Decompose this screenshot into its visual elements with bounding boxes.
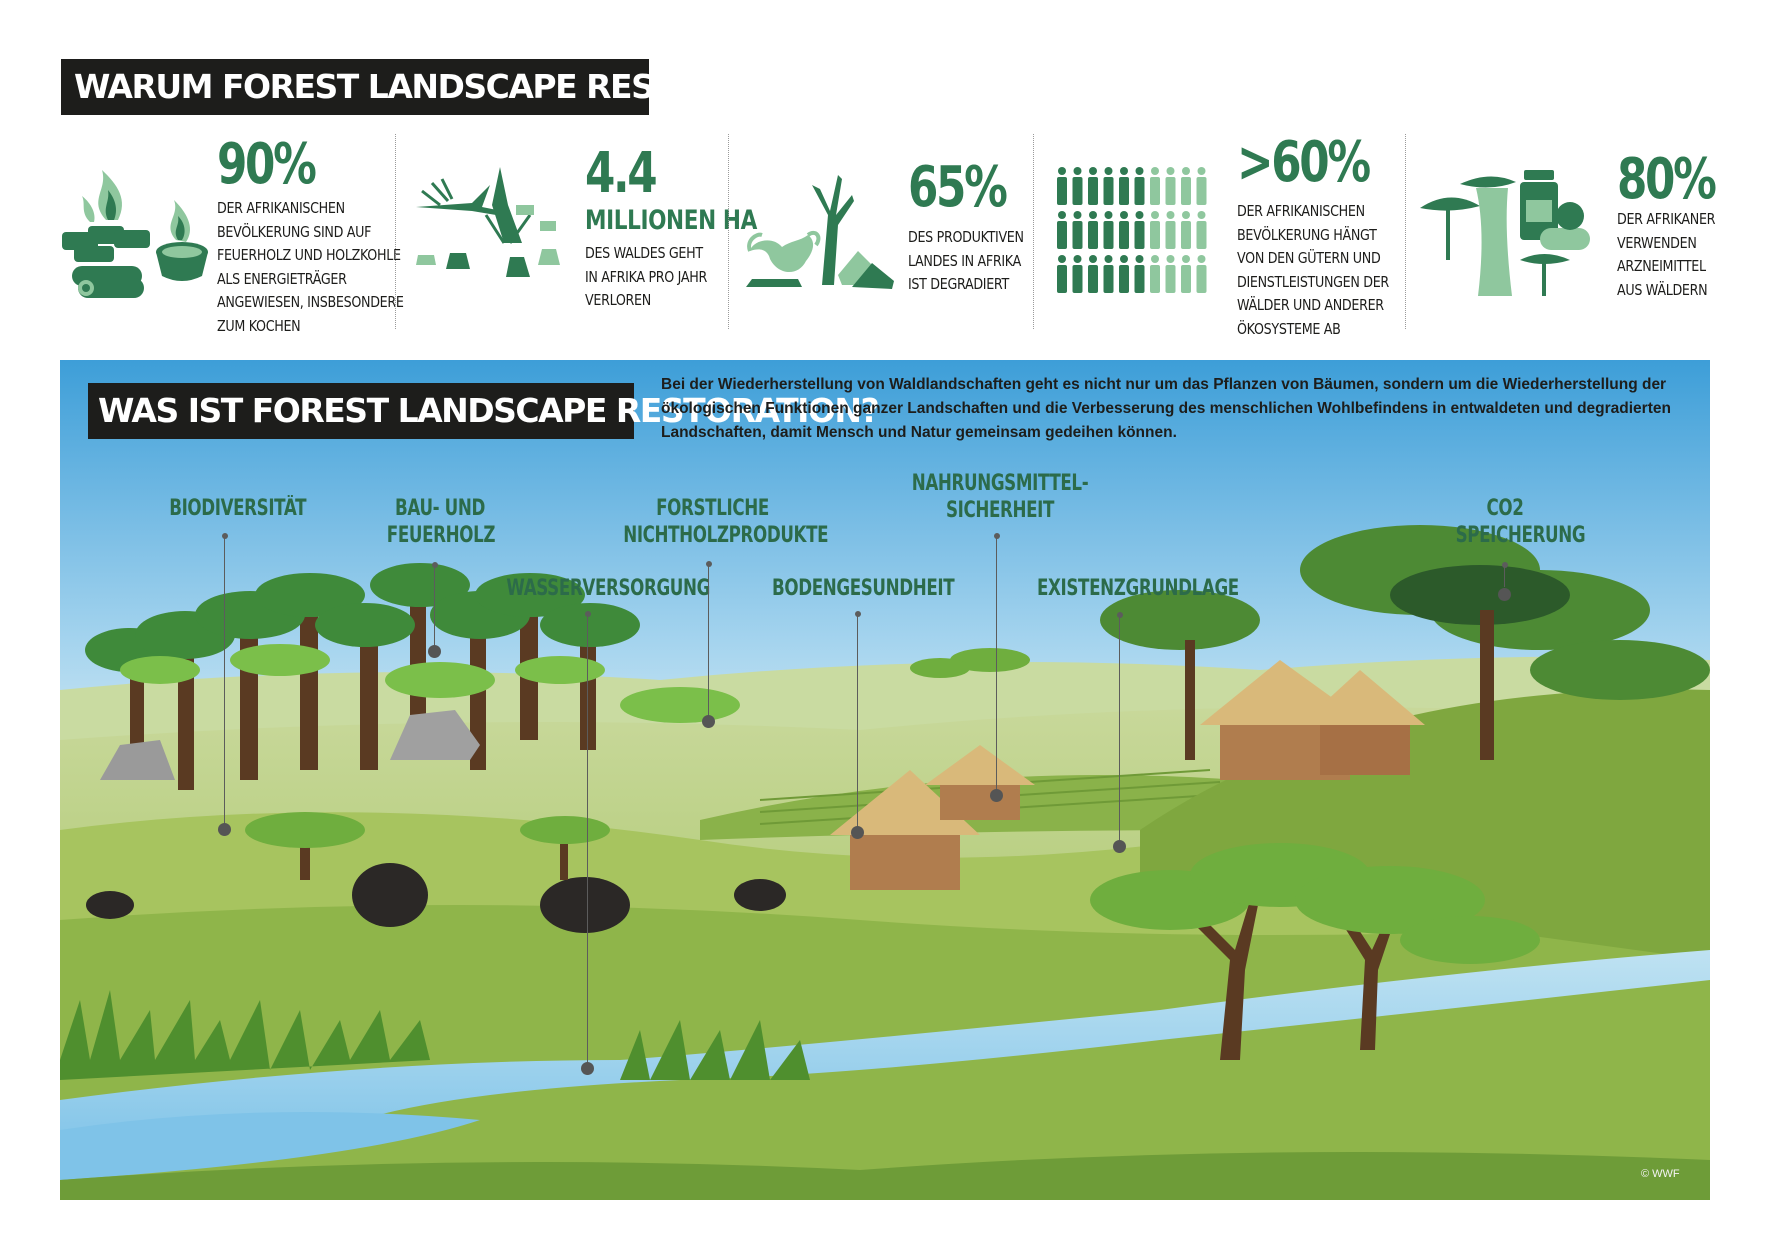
why-flr-title: WARUM FOREST LANDSCAPE RESTORATION? bbox=[61, 59, 850, 115]
leader-end-dot bbox=[218, 823, 231, 836]
stat-description: DES WALDES GEHT IN AFRIKA PRO JAHR VERLO… bbox=[585, 244, 707, 309]
leader-line bbox=[1504, 565, 1505, 587]
label-boden: BODENGESUNDHEIT bbox=[772, 576, 955, 601]
person-figure bbox=[1165, 211, 1176, 249]
person-figure bbox=[1134, 255, 1145, 293]
tree-stumps-icon bbox=[416, 167, 560, 277]
stat-value: >60% bbox=[1237, 130, 1371, 195]
person-figure bbox=[1119, 211, 1129, 249]
person-figure bbox=[1103, 211, 1114, 249]
degraded-land-icon bbox=[746, 175, 894, 289]
stat-description: DER AFRIKANER VERWENDEN ARZNEIMITTEL AUS… bbox=[1617, 210, 1716, 299]
person-figure bbox=[1181, 255, 1191, 293]
stat-value: 65% bbox=[908, 155, 1008, 220]
person-figure bbox=[1150, 167, 1160, 205]
person-figure bbox=[1134, 167, 1145, 205]
leader-end-dot bbox=[428, 645, 441, 658]
person-figure bbox=[1150, 211, 1160, 249]
label-biodiversitaet: BIODIVERSITÄT bbox=[169, 496, 307, 521]
leader-dot bbox=[432, 562, 438, 568]
label-co2: CO2 SPEICHERUNG bbox=[1455, 496, 1586, 548]
stat-description: DER AFRIKANISCHEN BEVÖLKERUNG SIND AUF F… bbox=[217, 199, 404, 335]
label-forstliche: FORSTLICHE NICHTHOLZPRODUKTE bbox=[623, 496, 829, 548]
stat-value: 80% bbox=[1617, 147, 1717, 212]
person-figure bbox=[1119, 167, 1129, 205]
person-figure bbox=[1103, 167, 1114, 205]
person-figure bbox=[1088, 167, 1098, 205]
person-figure bbox=[1057, 255, 1067, 293]
people-icon bbox=[1057, 167, 1207, 293]
stat-unit: MILLIONEN HA bbox=[585, 205, 757, 236]
divider bbox=[1033, 134, 1034, 329]
divider bbox=[395, 134, 396, 329]
leader-line bbox=[434, 565, 435, 650]
leader-dot bbox=[222, 533, 228, 539]
person-figure bbox=[1181, 167, 1191, 205]
leader-dot bbox=[1117, 612, 1123, 618]
label-nahrung: NAHRUNGSMITTEL- SICHERHEIT bbox=[911, 471, 1089, 523]
what-is-flr-title: WAS IST FOREST LANDSCAPE RESTORATION? bbox=[88, 383, 880, 439]
intro-paragraph: Bei der Wiederherstellung von Waldlandsc… bbox=[661, 376, 1671, 441]
stat-description: DES PRODUKTIVEN LANDES IN AFRIKA IST DEG… bbox=[908, 228, 1024, 293]
landscape-illustration bbox=[60, 360, 1710, 1200]
person-figure bbox=[1165, 255, 1176, 293]
label-existenz: EXISTENZGRUNDLAGE bbox=[1037, 576, 1239, 601]
leader-line bbox=[587, 614, 588, 1064]
stat-value: 90% bbox=[217, 132, 317, 197]
stat-value: 4.4 bbox=[585, 141, 658, 206]
person-figure bbox=[1196, 255, 1207, 293]
stat-description: DER AFRIKANISCHEN BEVÖLKERUNG HÄNGT VON … bbox=[1237, 202, 1389, 338]
leader-end-dot bbox=[851, 826, 864, 839]
leader-line bbox=[857, 614, 858, 829]
leader-end-dot bbox=[1498, 588, 1511, 601]
person-figure bbox=[1165, 167, 1176, 205]
divider bbox=[1405, 134, 1406, 329]
leader-end-dot bbox=[1113, 840, 1126, 853]
leader-dot bbox=[994, 533, 1000, 539]
label-bauholz: BAU- UND FEUERHOLZ bbox=[386, 496, 496, 548]
person-figure bbox=[1196, 211, 1207, 249]
medicine-tree-icon bbox=[1420, 170, 1590, 296]
person-figure bbox=[1088, 211, 1098, 249]
leader-dot bbox=[1502, 562, 1508, 568]
person-figure bbox=[1103, 255, 1114, 293]
copyright: © WWF bbox=[1641, 1168, 1680, 1180]
person-figure bbox=[1119, 255, 1129, 293]
person-figure bbox=[1057, 167, 1067, 205]
person-figure bbox=[1150, 255, 1160, 293]
leader-line bbox=[1119, 615, 1120, 845]
leader-dot bbox=[855, 611, 861, 617]
person-figure bbox=[1072, 255, 1083, 293]
leader-end-dot bbox=[990, 789, 1003, 802]
fire-wood-icon bbox=[62, 170, 208, 298]
leader-dot bbox=[585, 611, 591, 617]
leader-end-dot bbox=[581, 1062, 594, 1075]
person-figure bbox=[1134, 211, 1145, 249]
divider bbox=[728, 134, 729, 329]
person-figure bbox=[1181, 211, 1191, 249]
label-wasser: WASSERVERSORGUNG bbox=[506, 576, 710, 601]
leader-dot bbox=[706, 561, 712, 567]
person-figure bbox=[1088, 255, 1098, 293]
person-figure bbox=[1196, 167, 1207, 205]
leader-line bbox=[224, 536, 225, 826]
leader-end-dot bbox=[702, 715, 715, 728]
person-figure bbox=[1072, 211, 1083, 249]
person-figure bbox=[1057, 211, 1067, 249]
person-figure bbox=[1072, 167, 1083, 205]
leader-line bbox=[996, 536, 997, 791]
leader-line bbox=[708, 564, 709, 719]
